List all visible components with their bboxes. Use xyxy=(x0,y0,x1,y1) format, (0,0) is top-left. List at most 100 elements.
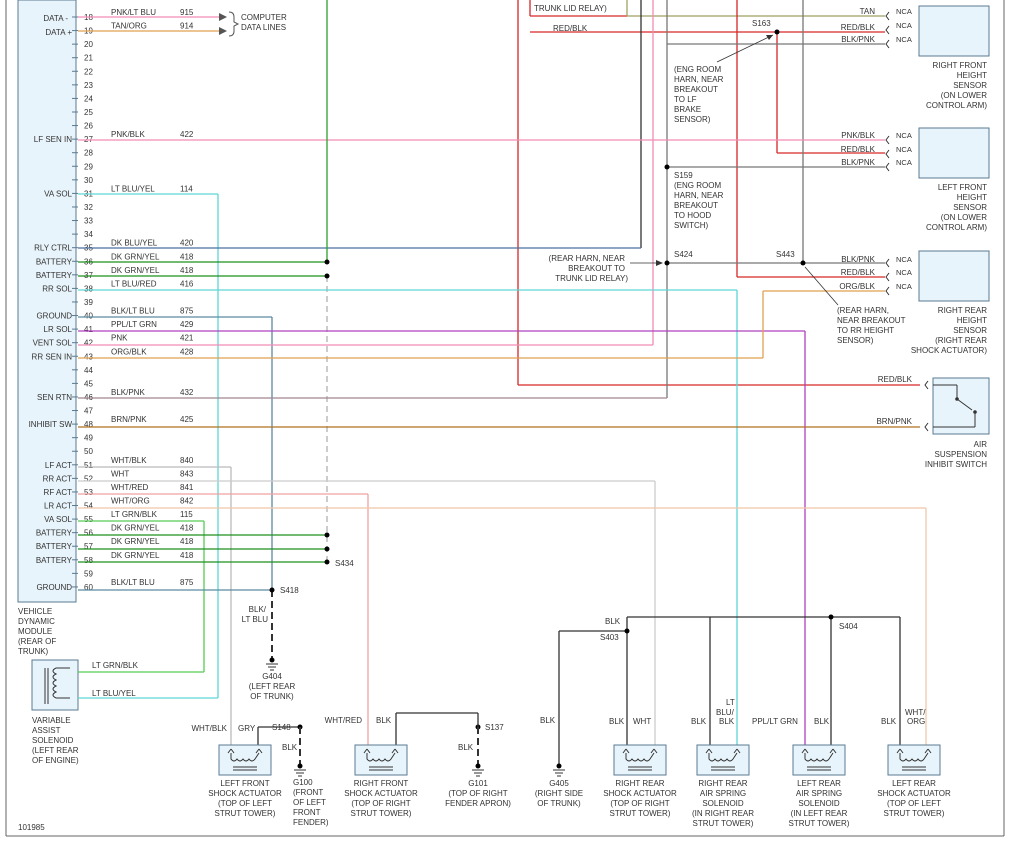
pin-number-40: 40 xyxy=(84,312,93,321)
ground-g405: G405 (RIGHT SIDE OF TRUNK) xyxy=(535,763,583,808)
pin-number-50: 50 xyxy=(84,447,93,456)
svg-text:SUSPENSION: SUSPENSION xyxy=(935,450,988,459)
svg-text:SOLENOID: SOLENOID xyxy=(702,799,744,808)
splice-s424 xyxy=(664,260,670,266)
splice-dot-37 xyxy=(324,273,330,279)
svg-text:AIR SPRING: AIR SPRING xyxy=(700,789,746,798)
vehicle-dynamic-module xyxy=(17,0,77,603)
s163-leader xyxy=(716,34,774,63)
svg-text:OF LEFT: OF LEFT xyxy=(293,798,326,807)
pin-circuit-58: 418 xyxy=(180,551,194,560)
pin-wire-37: DK GRN/YEL xyxy=(111,266,160,275)
pin-name-53: RF ACT xyxy=(44,488,73,497)
svg-text:NCA: NCA xyxy=(896,131,912,140)
pin-wire-40: BLK/LT BLU xyxy=(111,307,155,316)
pin-name-37: BATTERY xyxy=(36,271,73,280)
pin-circuit-42: 421 xyxy=(180,334,194,343)
svg-text:LEFT REAR: LEFT REAR xyxy=(892,779,936,788)
rr-sensor-label: RIGHT REAR HEIGHT SENSOR (RIGHT REAR SHO… xyxy=(911,306,987,355)
svg-text:SHOCK ACTUATOR: SHOCK ACTUATOR xyxy=(877,789,951,798)
pin-name-48: INHIBIT SW xyxy=(29,420,73,429)
rr-shock-wire-blk: BLK xyxy=(609,717,625,726)
svg-text:ASSIST: ASSIST xyxy=(32,726,61,735)
svg-text:(TOP OF LEFT: (TOP OF LEFT xyxy=(887,799,941,808)
pin-wire-18: PNK/LT BLU xyxy=(111,8,156,17)
pin-number-23: 23 xyxy=(84,81,93,90)
s443-leader xyxy=(804,266,839,306)
svg-text:NEAR BREAKOUT: NEAR BREAKOUT xyxy=(837,316,906,325)
rf-sensor-wires: TAN RED/BLK BLK/PNK NCA NCA NCA xyxy=(841,7,912,49)
svg-text:STRUT TOWER): STRUT TOWER) xyxy=(789,819,850,828)
svg-text:NCA: NCA xyxy=(896,7,912,16)
svg-text:BREAKOUT TO: BREAKOUT TO xyxy=(568,264,625,273)
pin-number-49: 49 xyxy=(84,434,93,443)
pin-wire-36: DK GRN/YEL xyxy=(111,252,160,261)
lf-sensor-wires: PNK/BLK RED/BLK BLK/PNK NCA NCA NCA xyxy=(841,131,912,172)
svg-text:LEFT REAR: LEFT REAR xyxy=(797,779,841,788)
svg-text:(ON LOWER: (ON LOWER xyxy=(941,213,987,222)
svg-text:(IN RIGHT REAR: (IN RIGHT REAR xyxy=(692,809,754,818)
pin-circuit-48: 425 xyxy=(180,415,194,424)
svg-text:TO LF: TO LF xyxy=(674,95,697,104)
lr-spring-wire-blk: BLK xyxy=(814,717,830,726)
inhibit-wire-redblk: RED/BLK xyxy=(878,375,913,384)
pin-wire-60: BLK/LT BLU xyxy=(111,578,155,587)
computer-data-label-2: DATA LINES xyxy=(241,23,286,32)
svg-text:SENSOR): SENSOR) xyxy=(674,115,711,124)
svg-text:RIGHT REAR: RIGHT REAR xyxy=(938,306,987,315)
svg-text:TRUNK LID RELAY): TRUNK LID RELAY) xyxy=(555,274,628,283)
svg-text:(REAR HARN,: (REAR HARN, xyxy=(837,306,889,315)
svg-text:G100: G100 xyxy=(293,778,313,787)
splice-s443 xyxy=(800,260,806,266)
s424-arrow xyxy=(656,260,663,266)
rf-sensor-label: RIGHT FRONT HEIGHT SENSOR (ON LOWER CONT… xyxy=(926,61,987,110)
svg-text:HARN, NEAR: HARN, NEAR xyxy=(674,191,724,200)
splice-s159 xyxy=(664,164,670,170)
pin-number-37: 37 xyxy=(84,271,93,280)
pin-number-21: 21 xyxy=(84,54,93,63)
rr-spring-wire-blu: BLU/ xyxy=(716,708,735,717)
svg-text:(RIGHT REAR: (RIGHT REAR xyxy=(935,336,987,345)
pin-number-45: 45 xyxy=(84,379,93,388)
splice-s404 xyxy=(828,614,834,620)
pin-number-29: 29 xyxy=(84,162,93,171)
module-title-3: MODULE xyxy=(18,627,52,636)
svg-text:(TOP OF LEFT: (TOP OF LEFT xyxy=(218,799,272,808)
arrow-pin19 xyxy=(219,27,227,35)
pin-name-31: VA SOL xyxy=(44,189,72,198)
splice-s137-label: S137 xyxy=(485,723,504,732)
pin-number-53: 53 xyxy=(84,488,93,497)
svg-text:(LEFT REAR: (LEFT REAR xyxy=(32,746,79,755)
splice-dot-57 xyxy=(324,546,330,552)
pin-name-38: RR SOL xyxy=(42,284,72,293)
ground-g101: G101 (TOP OF RIGHT FENDER APRON) xyxy=(445,763,511,808)
pin-number-60: 60 xyxy=(84,583,93,592)
svg-text:(ON LOWER: (ON LOWER xyxy=(941,91,987,100)
pin-circuit-55: 115 xyxy=(180,510,193,519)
g404-wire-2: LT BLU xyxy=(242,615,269,624)
pin-circuit-18: 915 xyxy=(180,8,194,17)
splice-s418 xyxy=(269,587,275,593)
rr-height-sensor xyxy=(918,250,990,302)
pin-number-28: 28 xyxy=(84,149,93,158)
svg-text:TO RR HEIGHT: TO RR HEIGHT xyxy=(837,326,894,335)
pin-name-55: VA SOL xyxy=(44,515,72,524)
svg-text:BRAKE: BRAKE xyxy=(674,105,701,114)
svg-text:(ENG ROOM: (ENG ROOM xyxy=(674,181,721,190)
lr-shock-wire-org: ORG xyxy=(907,717,925,726)
pin-circuit-51: 840 xyxy=(180,456,194,465)
splice-s163-label: S163 xyxy=(752,19,771,28)
s163-leader-arrow xyxy=(766,35,773,40)
svg-text:NCA: NCA xyxy=(896,145,912,154)
svg-text:(TOP OF RIGHT: (TOP OF RIGHT xyxy=(448,789,507,798)
svg-text:RIGHT REAR: RIGHT REAR xyxy=(698,779,747,788)
arrow-pin18 xyxy=(219,13,227,21)
pin-circuit-54: 842 xyxy=(180,497,194,506)
svg-text:STRUT TOWER): STRUT TOWER) xyxy=(610,809,671,818)
figure-id: 101985 xyxy=(18,823,45,832)
svg-text:LEFT FRONT: LEFT FRONT xyxy=(220,779,269,788)
pin-circuit-38: 416 xyxy=(180,279,194,288)
